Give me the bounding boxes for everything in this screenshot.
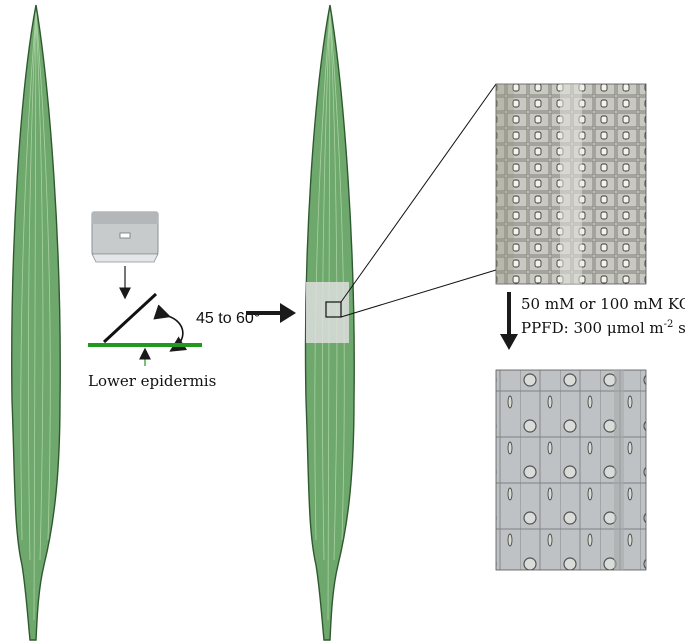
- treatment-line1: 50 mM or 100 mM KCl: [521, 295, 685, 313]
- treatment-exp1: -2: [664, 319, 674, 330]
- treatment-line2-mid: s: [673, 319, 685, 337]
- micrograph-after: [496, 370, 646, 570]
- treatment-line2-prefix: PPFD: 300 μmol m: [521, 319, 664, 337]
- razor-blade-icon: [92, 212, 158, 262]
- treatment-line2: PPFD: 300 μmol m-2 s-1: [521, 319, 685, 337]
- blade-angle-icon: [104, 294, 183, 350]
- zoom-line-bottom: [341, 270, 496, 317]
- left-leaf: [12, 5, 60, 640]
- peel-region: [306, 282, 349, 343]
- epidermis-label: Lower epidermis: [88, 372, 216, 390]
- micrograph-before: [496, 84, 646, 284]
- zoom-line-top: [341, 84, 496, 302]
- treatment-arrow: [500, 292, 518, 350]
